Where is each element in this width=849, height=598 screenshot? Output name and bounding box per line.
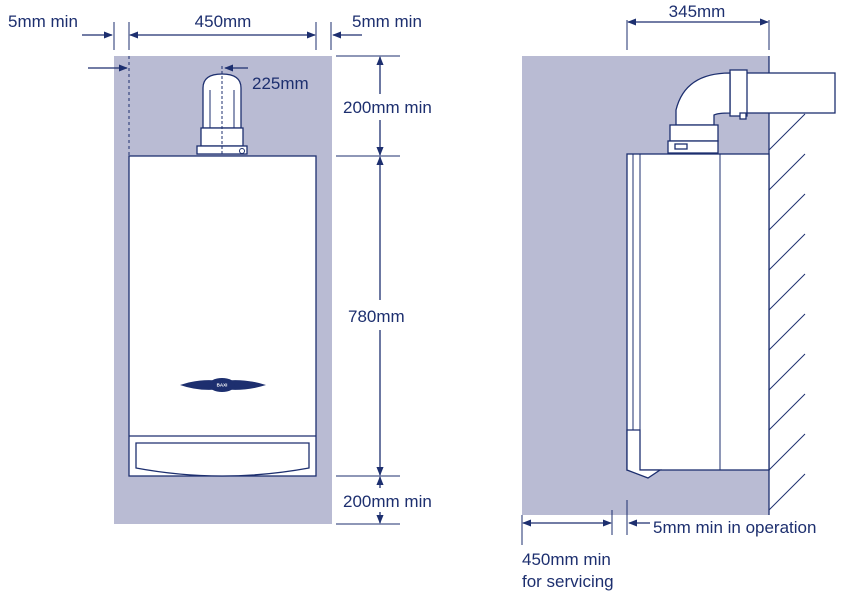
- right-clearance-label: 5mm min: [352, 12, 422, 31]
- brand-label: BAXI: [217, 383, 228, 388]
- width-label: 450mm: [195, 12, 252, 31]
- flue-offset-label: 225mm: [252, 74, 309, 93]
- operation-clearance-label: 5mm min in operation: [653, 518, 816, 537]
- side-flue-pipe: [667, 69, 836, 154]
- baxi-logo: BAXI: [180, 378, 266, 392]
- bottom-clearance-label: 200mm min: [343, 492, 432, 511]
- wall-hatching: [768, 56, 806, 515]
- servicing-clearance-label-line2: for servicing: [522, 572, 614, 591]
- side-boiler-body: [626, 153, 770, 479]
- height-label: 780mm: [348, 307, 405, 326]
- servicing-clearance-label-line1: 450mm min: [522, 550, 611, 569]
- left-clearance-label: 5mm min: [8, 12, 78, 31]
- flue-projection-label: 345mm: [669, 2, 726, 21]
- front-flue-terminal: [196, 66, 248, 158]
- front-boiler-body: BAXI: [128, 155, 317, 477]
- front-view: BAXI 450mm 5mm min 5mm min 225mm 200mm m…: [8, 12, 432, 525]
- side-view: 345mm 5mm min in operation 450mm min for…: [521, 2, 836, 591]
- top-clearance-label: 200mm min: [343, 98, 432, 117]
